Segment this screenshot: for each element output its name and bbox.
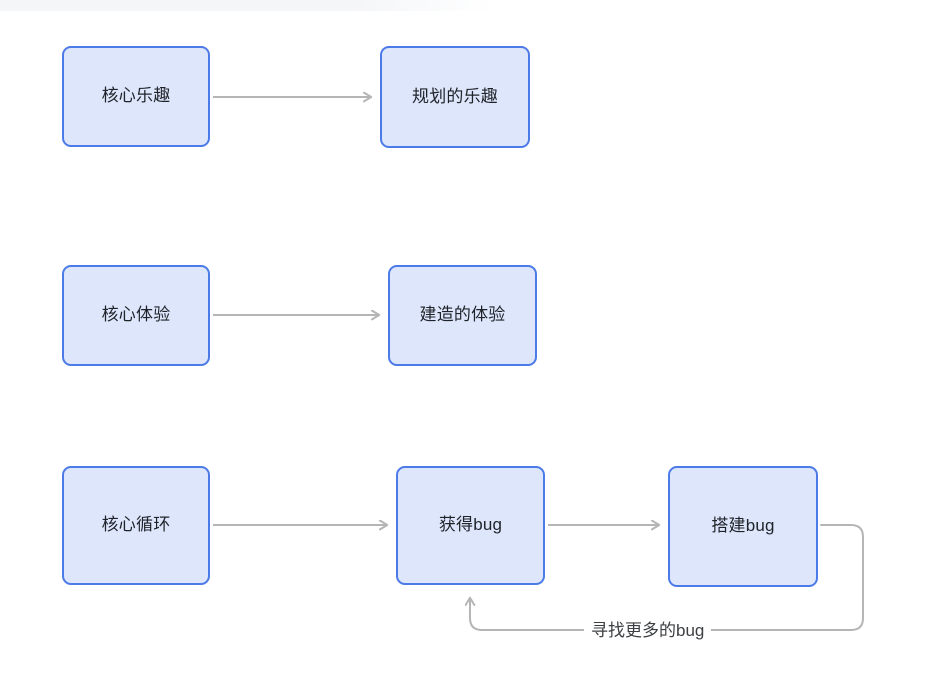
node-core-fun[interactable]: 核心乐趣 — [62, 46, 210, 147]
node-core-loop[interactable]: 核心循环 — [62, 466, 210, 585]
node-label: 获得bug — [438, 515, 503, 535]
node-label: 核心乐趣 — [101, 86, 171, 106]
node-planning-fun[interactable]: 规划的乐趣 — [380, 46, 530, 148]
node-label: 核心体验 — [101, 305, 171, 325]
node-core-experience[interactable]: 核心体验 — [62, 265, 210, 366]
node-label: 建造的体验 — [419, 305, 506, 325]
edge-build-bug-to-get-bug-loop — [470, 524, 864, 631]
node-build-bug[interactable]: 搭建bug — [668, 466, 818, 587]
node-build-experience[interactable]: 建造的体验 — [388, 265, 537, 366]
node-label: 核心循环 — [101, 515, 171, 535]
node-label: 规划的乐趣 — [412, 86, 498, 106]
node-get-bug[interactable]: 获得bug — [396, 466, 545, 585]
edge-label-find-more-bugs: 寻找更多的bug — [584, 622, 712, 639]
node-label: 搭建bug — [711, 516, 775, 536]
